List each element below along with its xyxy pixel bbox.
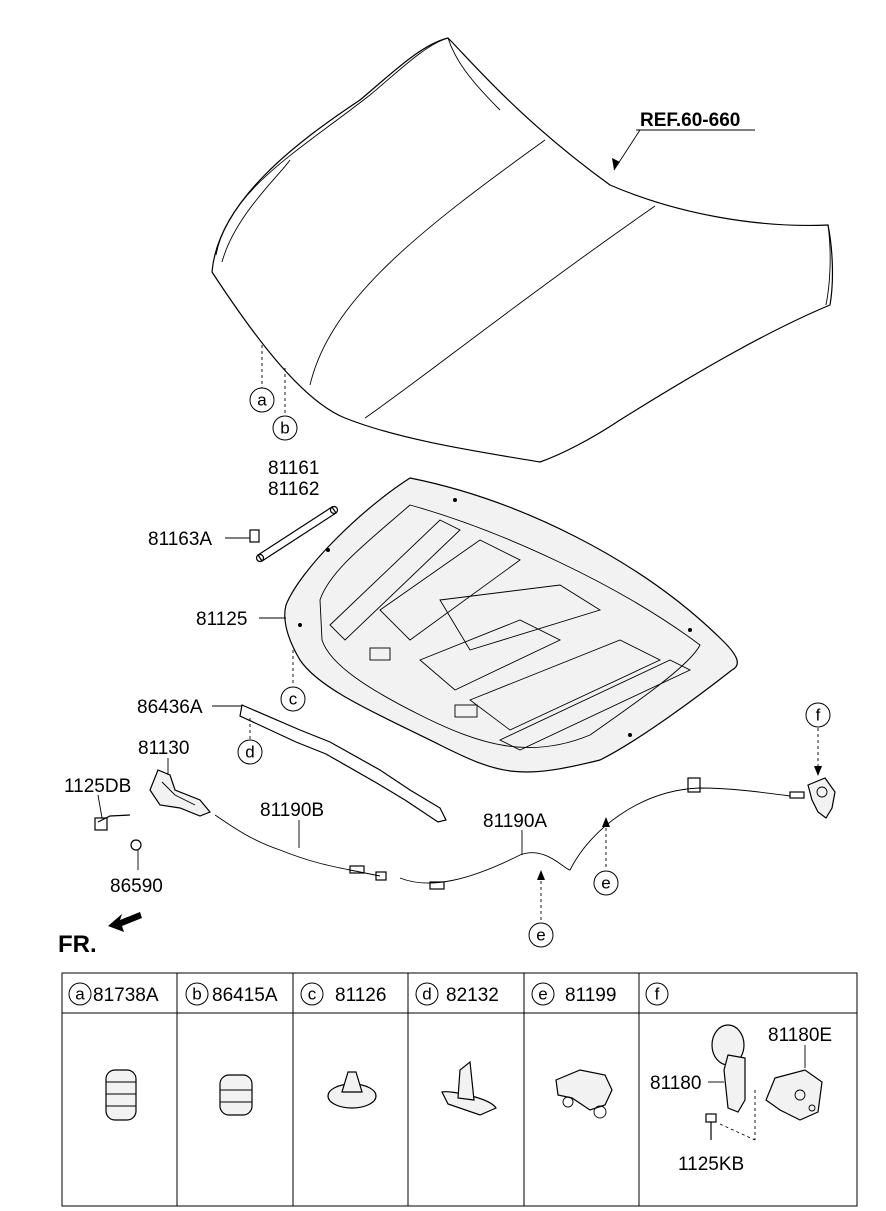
legend-header-f: f [645,982,669,1006]
svg-text:b: b [280,419,289,438]
ref-leader [612,129,755,171]
legend-bracket-81180E [765,1069,823,1121]
legend-bumper-86415A [219,1074,253,1116]
legend-header-d: d 82132 [415,982,499,1006]
label-81180E: 81180E [768,1025,832,1046]
svg-text:a: a [257,391,267,410]
front-direction-label: FR. [58,931,97,958]
front-arrow-icon [108,912,142,932]
release-cable-81190B [214,814,387,881]
latch-bolt-1125DB [94,814,131,831]
legend-header-a: a 81738A [68,982,159,1006]
legend-bumper-81738A [105,1069,137,1121]
label-81125: 81125 [196,609,247,630]
hood-release-handle [807,777,836,819]
legend-header-b: b 86415A [185,982,278,1006]
hood-lift-strut [255,505,339,563]
svg-text:81199: 81199 [565,985,616,1006]
callout-b-hood: b [272,415,298,441]
callout-f-handle: f [805,702,831,728]
svg-text:c: c [289,690,298,709]
label-81180: 81180 [650,1073,701,1094]
hood-panel [211,37,834,463]
label-81130: 81130 [138,738,189,759]
hood-insulator-pad [284,477,738,773]
svg-text:81738A: 81738A [93,985,159,1006]
legend-header-c: c 81126 [300,982,386,1006]
ref-label: REF.60-660 [640,110,740,131]
callout-e-lower: e [528,922,554,948]
legend-header-e: e 81199 [531,982,616,1006]
svg-text:f: f [816,706,821,725]
nut-86590 [130,839,142,851]
callout-d-strip: d [237,739,263,765]
svg-text:86415A: 86415A [212,985,278,1006]
hood-latch [149,769,211,817]
callout-c-pad: c [280,686,306,712]
svg-text:e: e [601,874,610,893]
hood-weatherstrip [239,704,447,823]
svg-text:81126: 81126 [335,985,386,1006]
svg-text:e: e [538,985,547,1004]
svg-text:d: d [422,985,431,1004]
legend-table [61,972,858,1207]
label-81190B: 81190B [260,800,324,821]
legend-clip-81126 [327,1071,377,1109]
svg-text:a: a [75,985,85,1004]
callout-a-hood: a [249,387,275,413]
callout-e-upper: e [593,870,619,896]
label-1125DB: 1125DB [64,776,131,797]
label-86590: 86590 [110,876,163,897]
strut-clip-81163A [249,529,260,543]
svg-text:c: c [308,985,317,1004]
label-81161: 81161 [268,458,319,479]
svg-text:d: d [245,743,254,762]
legend-release-handle-81180 [711,1024,746,1113]
legend-clip-82132 [441,1060,497,1116]
svg-text:f: f [655,985,660,1004]
label-1125KB: 1125KB [678,1154,744,1175]
label-81190A: 81190A [483,811,547,832]
svg-text:82132: 82132 [446,985,499,1006]
legend-clip-81199 [555,1069,613,1119]
label-81162: 81162 [268,479,319,500]
label-86436A: 86436A [137,697,203,718]
legend-screw-1125KB [705,1113,717,1140]
svg-text:e: e [536,926,545,945]
label-81163A: 81163A [148,529,212,550]
release-cable-81190A [399,777,805,890]
svg-text:b: b [192,985,201,1004]
